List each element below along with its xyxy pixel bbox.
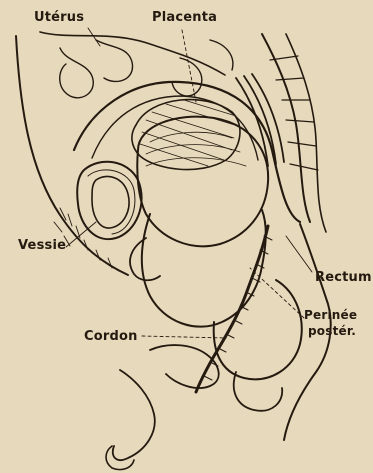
intestine-loop-4 bbox=[210, 40, 233, 70]
uterus-leader bbox=[88, 28, 100, 46]
label-rectum: Rectum bbox=[315, 271, 372, 284]
sacrum-inner bbox=[286, 34, 326, 232]
intestine-loop-3 bbox=[172, 58, 202, 96]
label-cordon: Cordon bbox=[84, 330, 138, 343]
perinee-leader bbox=[250, 268, 304, 318]
label-uterus: Utérus bbox=[34, 11, 84, 24]
uterus-inner-wall bbox=[92, 96, 258, 160]
label-vessie: Vessie bbox=[18, 239, 66, 252]
fetal-head bbox=[137, 117, 268, 247]
intestine-loop-2 bbox=[96, 40, 133, 81]
placenta-hatching bbox=[140, 100, 238, 166]
label-placenta: Placenta bbox=[152, 11, 217, 24]
label-perinee-line2: postér. bbox=[308, 325, 356, 337]
fetal-lower-arm bbox=[113, 370, 155, 460]
bladder-inner bbox=[92, 176, 129, 228]
label-perinee-line1: Perinée bbox=[304, 309, 357, 321]
umbilical-cord bbox=[196, 226, 268, 392]
intestine-loop-1 bbox=[60, 48, 94, 98]
fetal-arm bbox=[130, 238, 160, 280]
placenta-leader bbox=[182, 30, 196, 102]
rectum-leader bbox=[286, 236, 312, 272]
fetal-leg bbox=[214, 280, 302, 379]
bladder-ring bbox=[88, 170, 135, 234]
vessie-leader bbox=[66, 222, 96, 247]
